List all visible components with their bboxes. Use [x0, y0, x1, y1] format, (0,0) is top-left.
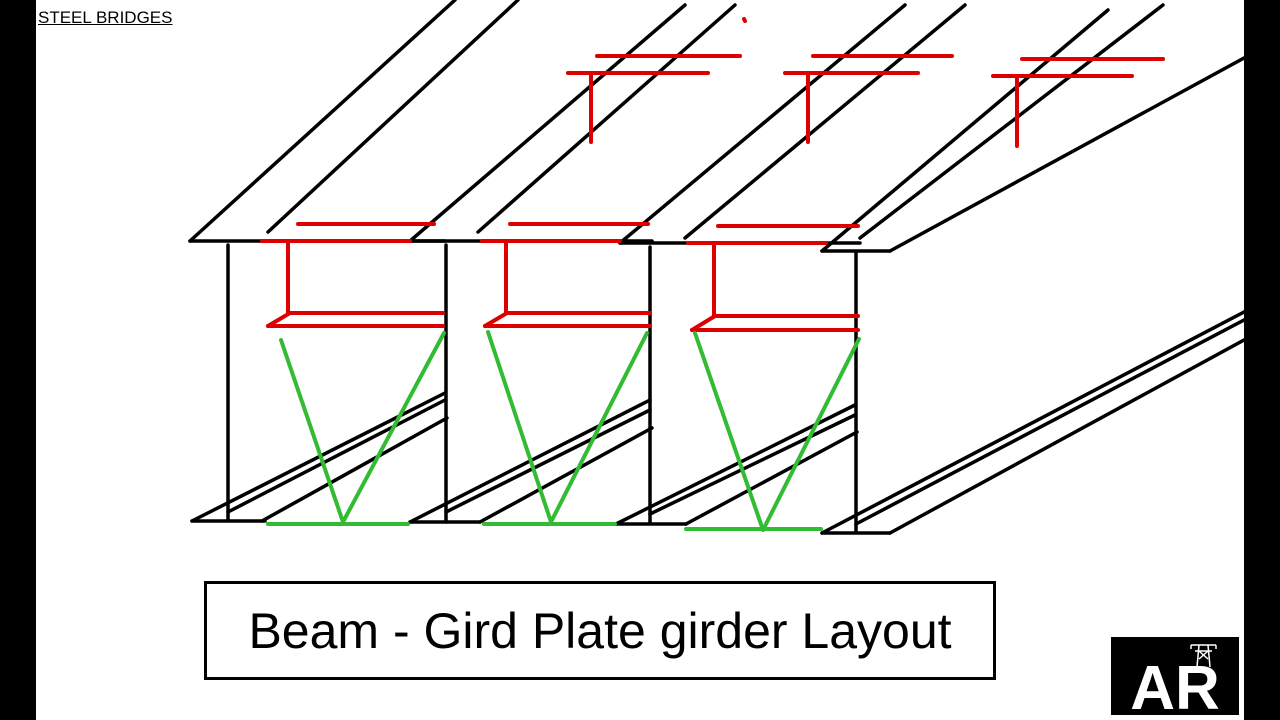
girder-4 [820, 3, 1244, 535]
girders [188, 0, 1244, 535]
cross-frame-near-2 [480, 222, 652, 328]
red-dot [742, 17, 747, 23]
logo-text: AR [1130, 654, 1220, 715]
channel-logo: AR [1111, 637, 1239, 720]
cross-frame-near-1 [260, 222, 445, 328]
cross-frame-far-1 [566, 54, 742, 144]
transmission-tower-icon [1190, 644, 1217, 668]
v-bracing-2 [482, 330, 649, 526]
girder-3 [614, 3, 967, 526]
cross-frames-diagonal [266, 330, 861, 532]
caption-box: Beam - Gird Plate girder Layout [204, 581, 996, 680]
cross-frame-far-2 [783, 54, 954, 144]
v-bracing-1 [266, 331, 446, 526]
drawing-canvas: STEEL BRIDGES [36, 0, 1244, 720]
section-title: STEEL BRIDGES [38, 8, 173, 27]
cross-frame-near-3 [686, 224, 860, 332]
cross-frame-far-3 [991, 57, 1165, 148]
plate-girder-diagram [188, 0, 1244, 535]
cross-frames-horizontal [260, 17, 1165, 332]
girder-1 [188, 0, 520, 523]
logo-graphic: AR [1130, 644, 1220, 720]
v-bracing-3 [684, 331, 861, 532]
diagram-caption: Beam - Gird Plate girder Layout [248, 602, 952, 659]
girder-2 [408, 3, 737, 524]
